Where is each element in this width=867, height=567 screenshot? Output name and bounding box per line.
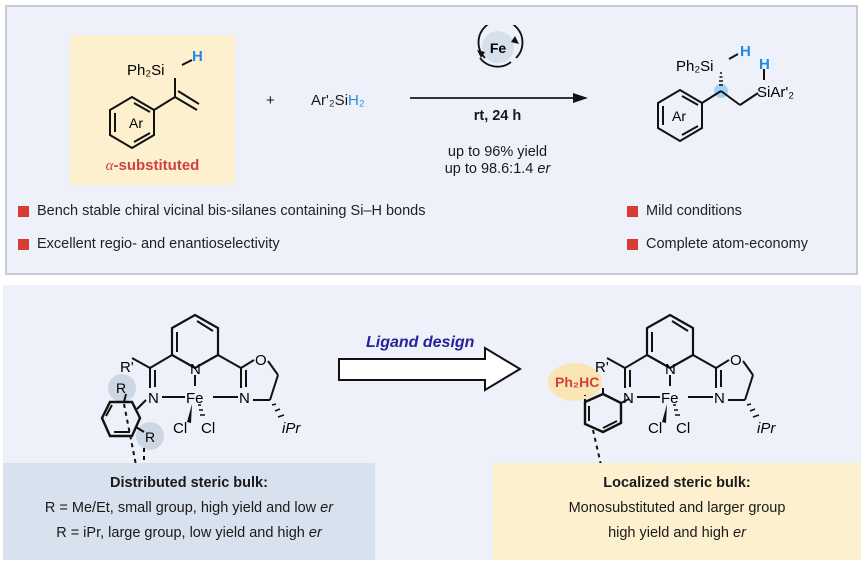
localized-line-2-text: high yield and high	[608, 525, 734, 541]
bullet-square-icon	[627, 238, 638, 250]
n-pyridine-label: N	[665, 361, 676, 378]
yield-label: up to 96% yield	[447, 144, 548, 160]
localized-line-1: Monosubstituted and larger group	[568, 500, 786, 516]
bullet-square-icon	[18, 205, 29, 217]
product-silyl-group: Ph₂Si	[676, 58, 714, 75]
substrate-structure: Ar Ph₂Si H	[109, 48, 203, 150]
chloride-label: Cl	[173, 420, 187, 437]
aryl-ring	[100, 400, 142, 438]
silane-reagent: Ar'₂SiH₂	[311, 92, 365, 109]
n-oxazoline-label: N	[714, 390, 725, 407]
r-highlight	[108, 374, 136, 402]
chloride-label: Cl	[676, 420, 690, 437]
n-imine-label: N	[148, 390, 159, 407]
conditions-label: rt, 24 h	[473, 108, 522, 124]
localized-title: Localized steric bulk:	[603, 475, 751, 491]
catalyst-label: Fe	[490, 40, 507, 56]
steric-projection-line	[123, 403, 137, 465]
oxygen-label: O	[730, 352, 742, 369]
product-benzene-ring	[657, 88, 703, 143]
catalytic-cycle-icon	[477, 25, 524, 59]
si-h-label: H	[192, 48, 203, 65]
chloride-label: Cl	[648, 420, 662, 437]
arrow-head-icon	[573, 93, 588, 103]
reaction-arrow: Fe	[410, 25, 588, 103]
feature-item: Complete atom-economy	[627, 236, 808, 252]
substituent-highlight	[548, 363, 602, 401]
feature-text: Bench stable chiral vicinal bis-silanes …	[37, 203, 426, 219]
r-highlight	[136, 422, 164, 450]
plus-sign: +	[266, 92, 275, 109]
right-iron-complex: R' Ph₂HC N N Fe N O Cl Cl iPr	[548, 313, 776, 465]
pyridine-ring	[645, 313, 695, 370]
silane-reagent-h2: H₂	[348, 92, 365, 109]
r-prime-label: R'	[595, 359, 609, 376]
benzhydryl-substituent-label: Ph₂HC	[555, 374, 599, 390]
localized-steric-box: Localized steric bulk: Monosubstituted a…	[493, 463, 861, 560]
left-iron-complex: R' R R N N Fe N O Cl Cl iPr	[100, 313, 301, 465]
silane-reagent-formula: Ar'₂Si	[311, 92, 349, 109]
distributed-line-2-text: R = iPr, large group, low yield and high	[56, 525, 309, 541]
feature-item: Excellent regio- and enantioselectivity	[18, 236, 280, 252]
er-value: up to 98.6:1.4	[444, 161, 538, 177]
substrate-highlight: Ar Ph₂Si H α-substituted	[70, 35, 235, 185]
localized-line-2: high yield and high er	[493, 521, 861, 546]
aryl-ring	[583, 392, 623, 434]
iron-label: Fe	[186, 390, 204, 407]
n-oxazoline-label: N	[239, 390, 250, 407]
feature-text: Mild conditions	[646, 203, 742, 219]
distributed-line-1: R = Me/Et, small group, high yield and l…	[3, 496, 375, 521]
distributed-line-1-text: R = Me/Et, small group, high yield and l…	[44, 500, 321, 516]
chloride-label: Cl	[201, 420, 215, 437]
r-label: R	[145, 429, 155, 445]
feature-text: Complete atom-economy	[646, 236, 808, 252]
er-label: up to 98.6:1.4 er	[405, 161, 590, 177]
n-pyridine-label: N	[190, 361, 201, 378]
pyridine-ring	[170, 313, 220, 370]
feature-item: Mild conditions	[627, 203, 742, 219]
product-si-h: H	[740, 43, 751, 60]
n-imine-label: N	[623, 390, 634, 407]
ring-label: Ar	[129, 115, 143, 131]
alpha-symbol: α	[105, 158, 114, 174]
distributed-steric-box: Distributed steric bulk: R = Me/Et, smal…	[3, 463, 375, 560]
steric-projection-line	[592, 429, 602, 465]
distributed-title: Distributed steric bulk:	[110, 475, 268, 491]
product-second-si-h: H	[759, 56, 770, 73]
bullet-square-icon	[627, 205, 638, 217]
silyl-group-label: Ph₂Si	[127, 62, 165, 79]
er-italic: er	[320, 500, 334, 516]
er-italic: er	[733, 525, 746, 541]
isopropyl-label: iPr	[757, 420, 776, 437]
isopropyl-label: iPr	[282, 420, 301, 437]
catalyst-bg	[482, 31, 514, 63]
ligand-design-label: Ligand design	[366, 334, 475, 351]
r-prime-label: R'	[120, 359, 134, 376]
feature-text: Excellent regio- and enantioselectivity	[37, 236, 280, 252]
er-italic: er	[308, 525, 322, 541]
r-label: R	[116, 380, 126, 396]
bullet-square-icon	[18, 238, 29, 250]
iron-label: Fe	[661, 390, 679, 407]
substituted-text: -substituted	[113, 157, 200, 174]
feature-item: Bench stable chiral vicinal bis-silanes …	[18, 203, 426, 219]
er-unit: er	[537, 161, 551, 177]
product-ring-label: Ar	[672, 108, 686, 124]
product-structure: Ph₂Si H H SiAr'₂ Ar	[657, 43, 794, 143]
distributed-line-2: R = iPr, large group, low yield and high…	[3, 521, 375, 546]
alpha-substituted-label: α-substituted	[70, 157, 235, 175]
product-second-silyl: SiAr'₂	[757, 84, 794, 101]
benzene-ring	[109, 95, 155, 150]
ligand-design-arrow	[338, 346, 522, 392]
oxygen-label: O	[255, 352, 267, 369]
